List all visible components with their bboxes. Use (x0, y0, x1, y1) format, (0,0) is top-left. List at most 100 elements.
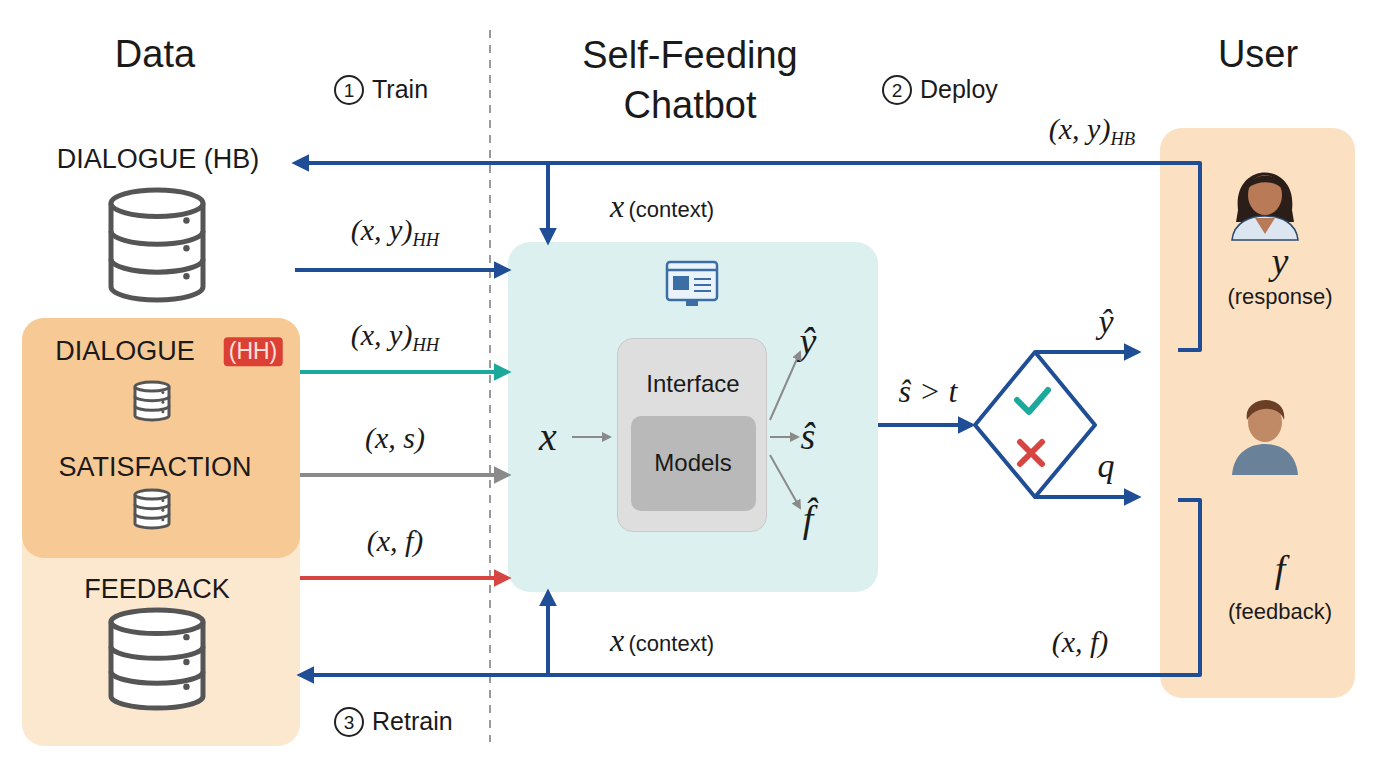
cylinder-dot (183, 634, 189, 640)
cylinder-top (111, 190, 203, 216)
cylinder-dot (161, 518, 164, 521)
cylinder-band (111, 671, 203, 683)
database-icons (111, 190, 203, 708)
dataset-name: FEEDBACK (84, 575, 230, 605)
avatar-neck (1255, 218, 1275, 234)
dataset-node: SATISFACTION (25, 448, 300, 538)
node-text: Models (654, 450, 731, 476)
cylinder-top (111, 610, 203, 634)
dataset-name: DIALOGUE (HB) (57, 145, 260, 175)
edge-label: x (context) (610, 623, 714, 658)
phase-divider (489, 30, 491, 742)
edge-label: (x, y)HB (1049, 112, 1135, 149)
user-panel: y(response)f(feedback) (1160, 128, 1355, 698)
flow-arrow (548, 163, 1160, 242)
cylinder-dot (161, 499, 164, 502)
cylinder-dot (161, 401, 164, 404)
question-label: q (1098, 447, 1115, 484)
check-mark (1017, 390, 1048, 412)
edge-label: (x, s) (365, 421, 425, 454)
math-symbol: ŷ (800, 321, 817, 363)
edge-label: x (context) (610, 189, 714, 224)
avatar-face (1248, 175, 1282, 215)
node-text: (feedback) (1228, 600, 1332, 624)
monitor-screen (667, 262, 717, 300)
avatar-hair (1236, 173, 1294, 223)
column-header: User (1218, 34, 1298, 76)
dataset-node: FEEDBACK (25, 568, 300, 713)
monitor-line (694, 290, 711, 292)
dataset-name: DIALOGUE (55, 337, 195, 367)
step-number: 1 (344, 81, 355, 102)
question-arrow (1035, 495, 1138, 499)
flow-arrow (300, 473, 508, 477)
cylinder-band (135, 396, 169, 401)
math-symbol: ŝ (801, 416, 816, 458)
cylinder-body (135, 387, 169, 420)
cylinder-band (135, 504, 169, 509)
cylinder-band (135, 514, 169, 519)
cylinder-dot (183, 659, 189, 665)
database-cylinder (111, 190, 203, 300)
chatbot-box: x ŷ ŝ f̂ InterfaceModels (508, 242, 878, 592)
monitor-stand (686, 300, 698, 306)
step-circle (335, 708, 363, 736)
data-panel (22, 318, 300, 746)
models-box: Models (631, 416, 756, 511)
interface-box: InterfaceModels (617, 338, 767, 532)
flow-arrow (300, 576, 508, 580)
human-data-panel (22, 318, 300, 558)
cylinder-dot (183, 273, 189, 279)
response-bracket (1160, 163, 1200, 350)
cylinder-top (135, 382, 169, 391)
edge-layer (295, 163, 1160, 675)
model-input-arrow (572, 436, 610, 438)
step-name: Train (372, 76, 428, 104)
user-avatar (1232, 173, 1298, 241)
cylinder-dot (183, 217, 189, 223)
avatar-hair (1247, 400, 1285, 420)
math-symbol: f̂ (803, 499, 814, 541)
cylinder-dot (183, 245, 189, 251)
flow-arrow (300, 673, 1160, 677)
math-symbol: y (1272, 241, 1289, 283)
model-output-arrow (770, 352, 800, 420)
cylinder-dot (161, 391, 164, 394)
model-output-arrow (770, 436, 798, 438)
edge-label: (x, f) (1052, 625, 1109, 658)
threshold-label: ŝ > t (899, 374, 958, 409)
dataset-name: SATISFACTION (58, 453, 251, 483)
cylinder-body (135, 495, 169, 528)
step-name: Retrain (372, 708, 453, 736)
dataset-node: DIALOGUE(HH) (25, 328, 300, 428)
flow-arrow (295, 161, 1160, 165)
database-cylinder (111, 610, 203, 708)
model-output-arrow (770, 455, 800, 508)
edge-label: (x, f) (367, 524, 424, 557)
monitor-line (694, 284, 711, 286)
decision-diamond (975, 352, 1095, 497)
cylinder-dot (161, 410, 164, 413)
edge-label: (x, y)HH (351, 213, 439, 250)
column-header: Data (115, 34, 195, 76)
cylinder-dot (183, 684, 189, 690)
cylinder-top (135, 490, 169, 499)
monitor-icon (667, 262, 717, 306)
step-number: 3 (344, 713, 355, 734)
avatar-body (1232, 216, 1298, 240)
cylinder-body (111, 203, 203, 300)
monitor-block (673, 276, 689, 290)
math-symbol: x (539, 415, 557, 459)
flow-arrow (300, 370, 508, 374)
step-number: 2 (892, 81, 903, 102)
monitor-bar (667, 269, 717, 272)
user-avatar (1232, 400, 1298, 475)
column-header: Self-Feeding Chatbot (520, 30, 860, 130)
step-circle (883, 76, 911, 104)
flow-arrow (548, 592, 1160, 675)
edge-label: (x, y)HH (351, 318, 439, 355)
threshold-arrow (878, 423, 972, 427)
avatar-face (1248, 402, 1282, 442)
